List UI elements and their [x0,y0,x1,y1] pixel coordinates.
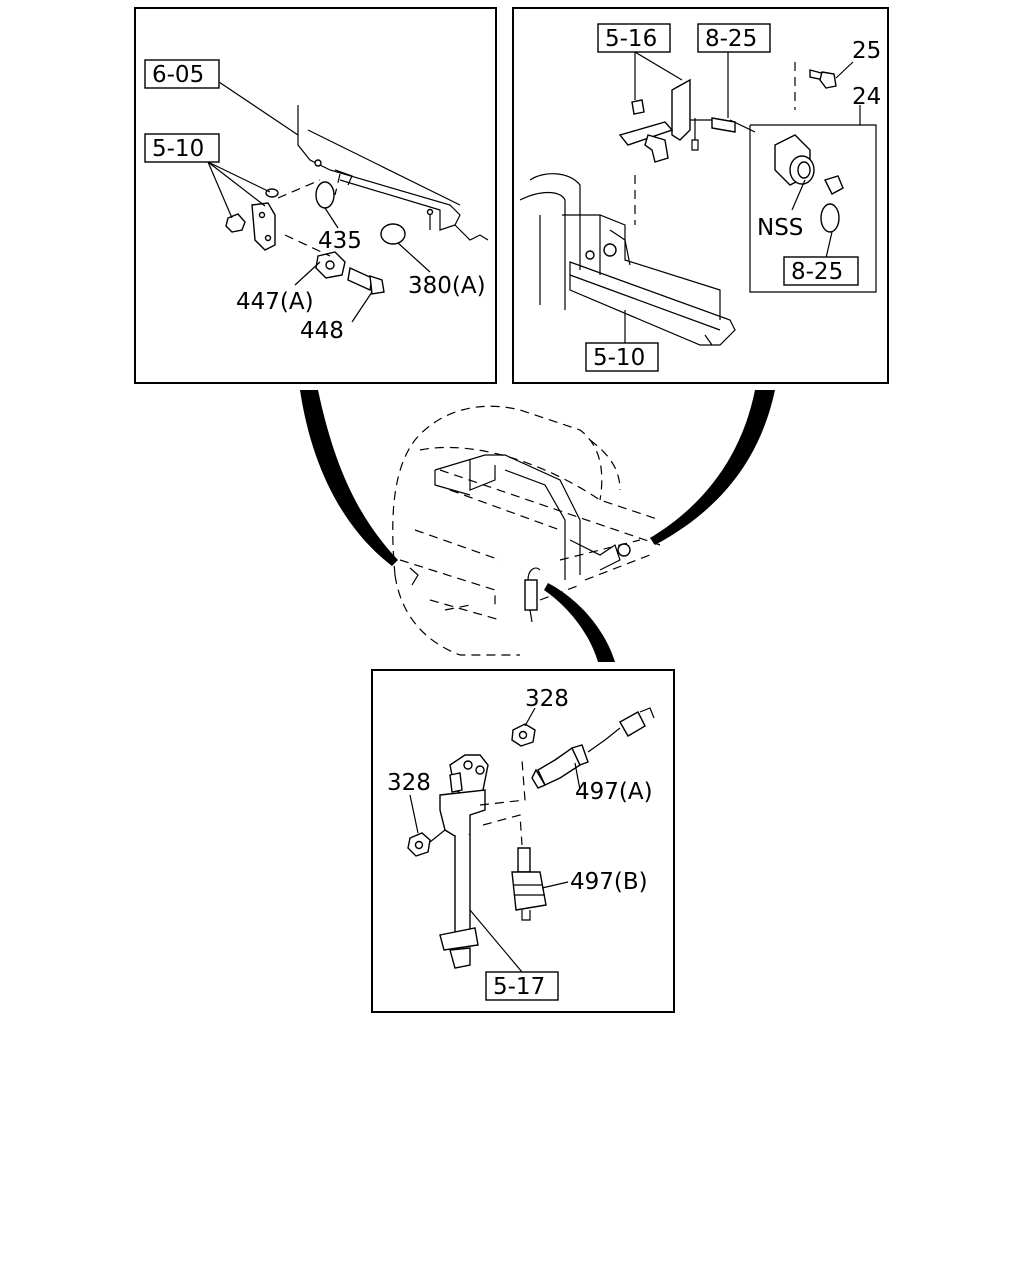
nut-icon [225,213,246,233]
label-447a: 447(A) [236,289,314,315]
ref-8-25-inner: 8-25 [791,259,843,285]
washer-435-icon [315,181,335,209]
label-448: 448 [300,318,344,344]
connector-swoosh-left [300,390,398,566]
ref-5-17: 5-17 [493,974,545,1000]
label-nss: NSS [757,215,803,241]
cab-overview [392,405,661,656]
label-25: 25 [852,38,881,64]
label-380a: 380(A) [408,273,486,299]
label-24: 24 [852,84,881,110]
panel-top-right: 5-16 8-25 8-25 5-10 25 24 NSS [512,7,889,384]
label-497b: 497(B) [570,869,648,895]
connector-swoosh-right [650,390,775,545]
ref-5-10-top-right: 5-10 [593,345,645,371]
label-328-left: 328 [387,770,431,796]
ref-6-05: 6-05 [152,62,204,88]
label-435: 435 [318,228,362,254]
ref-8-25-top: 8-25 [705,26,757,52]
label-328-top: 328 [525,686,569,712]
ref-5-16: 5-16 [605,26,657,52]
switch-497a-icon [537,746,581,786]
ref-5-10-top-left: 5-10 [152,136,204,162]
bolt-448-icon [347,266,373,292]
connector-swoosh-bottom [544,583,615,662]
panel-bottom: 5-17 328 328 497(A) 497(B) [371,669,675,1013]
seal-ring-380a-icon [380,223,406,245]
switch-497b-icon [517,847,531,873]
label-497a: 497(A) [575,779,653,805]
panel-top-left: 6-05 5-10 435 380(A) 447(A) 448 [134,7,497,384]
